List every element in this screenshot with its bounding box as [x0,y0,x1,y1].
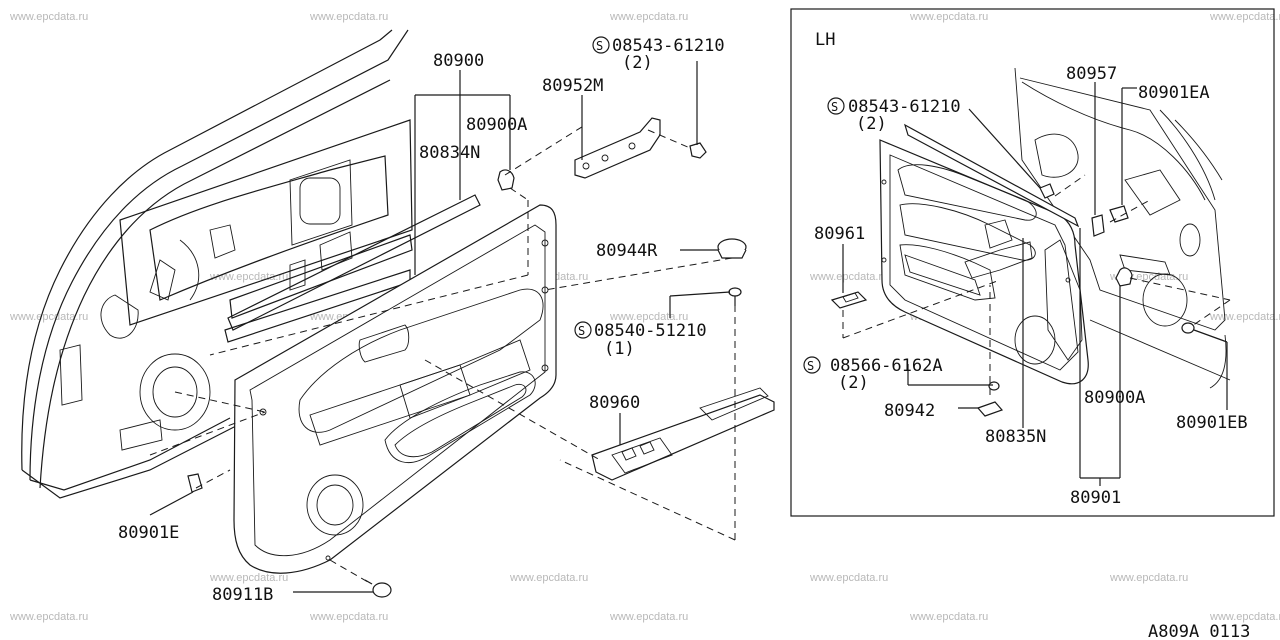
main-labels: 80900 80900A 80834N 80952M S 08543-61210… [118,36,725,605]
standard-part-s-icon [592,36,610,54]
watermark: www.epcdata.ru [209,271,288,283]
watermark: www.epcdata.ru [909,611,988,623]
label-80960: 80960 [589,393,640,413]
s-glyph: S [807,359,814,373]
watermark: www.epcdata.ru [209,572,288,584]
label-80901ea: 80901EA [1138,83,1210,103]
watermark: www.epcdata.ru [609,611,688,623]
diagram-code: A809A 0113 [1148,622,1250,640]
label-screw-qty: (2) [622,53,653,73]
label-80942: 80942 [884,401,935,421]
weatherstrip-80834n [227,194,481,331]
door-trim-panel-80900 [233,204,557,574]
label-80944r: 80944R [596,241,658,261]
watermark: www.epcdata.ru [509,572,588,584]
label-screw-08543-61210-lh: 08543-61210 [848,97,961,117]
watermark: www.epcdata.ru [909,11,988,23]
label-screw-qty: (2) [838,373,869,393]
label-80901e: 80901E [118,523,179,543]
watermarks: www.epcdata.ru www.epcdata.ru www.epcdat… [9,11,1280,623]
dashed-guide-lines [149,124,736,583]
label-80835n: 80835N [985,427,1046,447]
watermark: www.epcdata.ru [9,611,88,623]
label-80961: 80961 [814,224,865,244]
watermark: www.epcdata.ru [1209,611,1280,623]
label-screw-08566-6162a: 08566-6162A [830,356,943,376]
watermark: www.epcdata.ru [9,11,88,23]
switch-bezel-80960 [591,387,775,481]
s-glyph: S [596,39,603,53]
label-80900a-lh: 80900A [1084,388,1145,408]
label-screw-qty: (2) [856,114,887,134]
label-80911b: 80911B [212,585,273,605]
inset-lh-panel: LH [790,8,1275,517]
bracket-80952m [574,117,661,179]
leader-lines [149,70,731,593]
label-80952m: 80952M [542,76,603,96]
inset-border [790,8,1275,517]
label-screw-qty: (1) [604,339,635,359]
s-glyph: S [831,100,838,114]
standard-part-s-icon [827,97,845,115]
screw-08540-51210 [728,287,742,306]
cap-80944r [717,238,747,259]
label-80957: 80957 [1066,64,1117,84]
clip-80911b [364,579,392,598]
label-80834n: 80834N [419,143,480,163]
watermark: www.epcdata.ru [1209,311,1280,323]
watermark: www.epcdata.ru [9,311,88,323]
watermark: www.epcdata.ru [1109,572,1188,584]
label-screw-08540-51210: 08540-51210 [594,321,707,341]
inset-title: LH [815,30,835,50]
clip-80900a [497,169,515,191]
label-80900a: 80900A [466,115,527,135]
watermark: www.epcdata.ru [609,311,688,323]
watermark: www.epcdata.ru [1209,11,1280,23]
label-80900: 80900 [433,51,484,71]
watermark: www.epcdata.ru [809,572,888,584]
label-80901eb: 80901EB [1176,413,1248,433]
standard-part-s-icon [574,321,592,339]
watermark: www.epcdata.ru [309,11,388,23]
label-80901: 80901 [1070,488,1121,508]
watermark: www.epcdata.ru [809,271,888,283]
standard-part-s-icon [803,356,821,374]
watermark: www.epcdata.ru [309,611,388,623]
watermark: www.epcdata.ru [609,11,688,23]
s-glyph: S [578,324,585,338]
label-screw-08543-61210: 08543-61210 [612,36,725,56]
screw-08543-61210 [689,61,707,159]
door-frame-illustration [21,29,413,499]
clip-80901e [187,473,203,493]
